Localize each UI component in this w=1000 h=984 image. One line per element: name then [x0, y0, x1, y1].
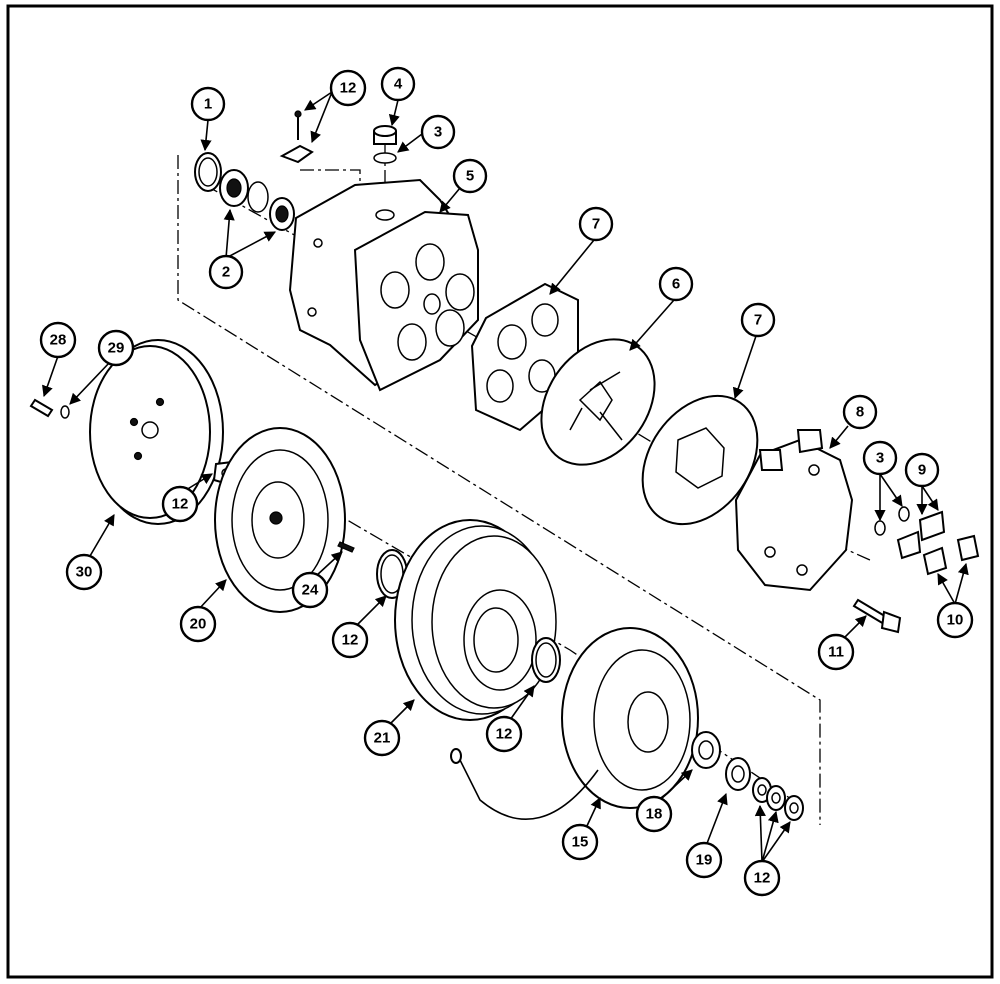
- callout-4: 4: [380, 66, 416, 102]
- callout-label: 12: [342, 632, 359, 649]
- callout-label: 28: [50, 332, 67, 349]
- callout-label: 12: [172, 496, 189, 513]
- part-shaft-seal: [219, 169, 295, 231]
- part-cover-screw: [29, 398, 70, 419]
- callout-5: 5: [452, 158, 488, 194]
- callout-29: 29: [97, 329, 135, 367]
- callout-8: 8: [842, 394, 878, 430]
- callout-9: 9: [904, 452, 940, 488]
- part-field-coil: [450, 627, 699, 821]
- callout-label: 20: [190, 616, 207, 633]
- callout-18: 18: [635, 795, 673, 833]
- callout-7-front: 7: [578, 206, 614, 242]
- callout-7-rear: 7: [740, 302, 776, 338]
- callout-label: 7: [592, 216, 600, 233]
- callout-1: 1: [190, 86, 226, 122]
- part-valve-plate: [540, 338, 656, 466]
- part-washer: [725, 757, 751, 791]
- callout-11: 11: [817, 633, 855, 671]
- callout-label: 12: [340, 80, 357, 97]
- callout-label: 29: [108, 340, 125, 357]
- callout-label: 3: [876, 450, 884, 467]
- callout-12-top: 12: [329, 69, 367, 107]
- part-service-fittings: [874, 506, 980, 576]
- callout-label: 10: [947, 612, 964, 629]
- callout-label: 19: [696, 852, 713, 869]
- callout-3-top: 3: [420, 114, 456, 150]
- callout-28: 28: [39, 321, 77, 359]
- callout-leaders: [42, 91, 969, 863]
- callout-15: 15: [561, 823, 599, 861]
- callout-19: 19: [685, 841, 723, 879]
- part-through-bolt: [852, 598, 902, 634]
- callout-12-shims: 12: [743, 859, 781, 897]
- callout-20: 20: [179, 605, 217, 643]
- part-screw-and-key: [279, 110, 314, 164]
- callout-label: 30: [76, 564, 93, 581]
- part-rear-head: [734, 429, 854, 592]
- part-compressor-body: [288, 178, 479, 392]
- callout-label: 15: [572, 834, 589, 851]
- part-snap-ring: [194, 152, 222, 192]
- part-clutch-drive-plate: [214, 427, 346, 613]
- callout-2: 2: [208, 254, 244, 290]
- callout-label: 18: [646, 806, 663, 823]
- part-gasket-rear: [641, 394, 759, 526]
- callout-label: 12: [496, 726, 513, 743]
- callout-label: 2: [222, 264, 230, 281]
- callout-12-nut: 12: [161, 485, 199, 523]
- callout-label: 24: [302, 582, 319, 599]
- callout-label: 3: [434, 124, 442, 141]
- callout-label: 21: [374, 730, 391, 747]
- callout-10: 10: [936, 601, 974, 639]
- part-bearing: [691, 731, 721, 769]
- callout-label: 6: [672, 276, 680, 293]
- callout-label: 7: [754, 312, 762, 329]
- callout-label: 1: [204, 96, 212, 113]
- part-retaining-ring-rear: [531, 637, 561, 683]
- callout-30: 30: [65, 553, 103, 591]
- diagram-border: [6, 4, 994, 979]
- part-pulley-cover: [89, 339, 224, 525]
- callout-label: 9: [918, 462, 926, 479]
- callout-label: 11: [828, 644, 844, 661]
- callout-label: 8: [856, 404, 864, 421]
- callout-label: 12: [754, 870, 771, 887]
- part-clutch-pulley: [394, 519, 557, 721]
- callout-label: 4: [394, 76, 403, 93]
- part-fill-plug: [373, 125, 397, 164]
- part-drive-key: [337, 541, 355, 553]
- callout-12-ring: 12: [331, 621, 369, 659]
- callout-24: 24: [291, 571, 329, 609]
- part-shims: [752, 777, 804, 821]
- callout-3-rear: 3: [862, 440, 898, 476]
- callout-6: 6: [658, 266, 694, 302]
- callout-21: 21: [363, 719, 401, 757]
- callout-label: 5: [466, 168, 474, 185]
- callout-12-rear-ring: 12: [485, 715, 523, 753]
